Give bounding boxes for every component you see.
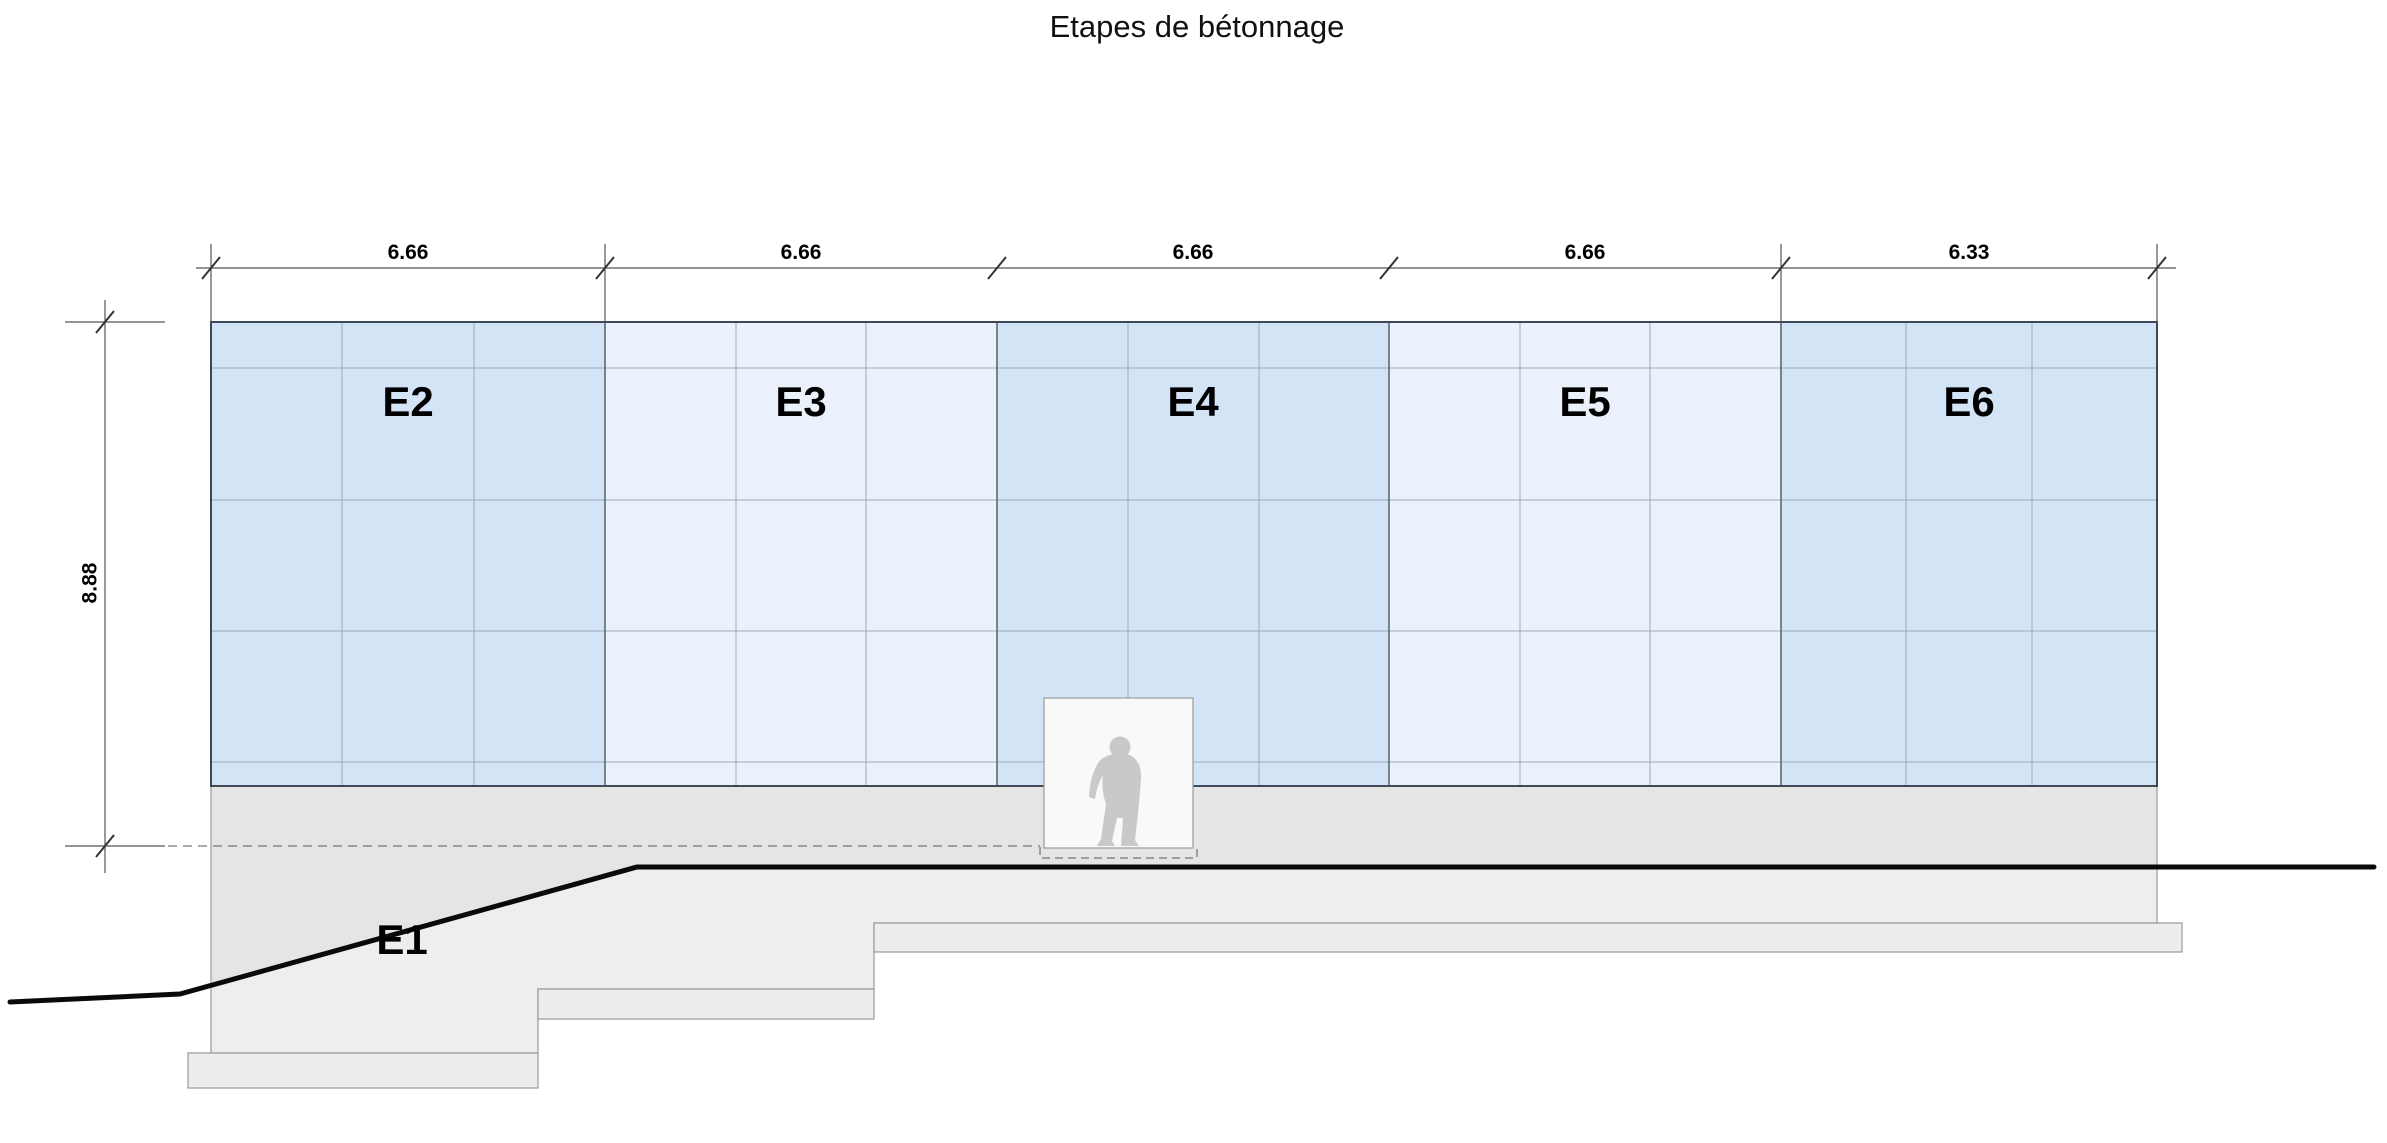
dim-label-bay5: 6.33 (1949, 241, 1990, 264)
footing-strip-middle (537, 988, 875, 1020)
stage-panel-e5 (1389, 322, 1781, 786)
diagram-title: Etapes de bétonnage (1050, 9, 1345, 44)
ground-profile-line (7, 864, 2377, 1005)
person-silhouette-icon (1089, 736, 1142, 846)
door-opening (1039, 697, 1198, 859)
dim-label-bay3: 6.66 (1173, 241, 1214, 264)
stage-panel-e6 (1781, 322, 2157, 786)
left-dimension: 8.88 (65, 300, 165, 873)
stage-label-e1: E1 (376, 916, 427, 963)
dimension-tick-slashes (201, 256, 2167, 280)
wall-elevation (210, 321, 2158, 787)
left-dimension-tick-slashes (95, 310, 115, 858)
stage-label-e2: E2 (382, 378, 433, 425)
stage-panel-e3 (605, 322, 997, 786)
e1-mass-lower-body (211, 867, 2157, 1053)
footing-steps (187, 922, 2183, 1089)
left-dimension-lines (65, 300, 165, 873)
stage-joint-lines (604, 322, 1782, 786)
footing-strip-left (187, 1052, 539, 1089)
stage-label-e3: E3 (775, 378, 826, 425)
top-dimension-chain: 6.66 6.66 6.66 6.66 6.33 (196, 241, 2176, 321)
footing-strip-right (873, 922, 2183, 953)
dim-label-bay1: 6.66 (388, 241, 429, 264)
door-dashed-underline (1039, 847, 1198, 859)
dimension-lines (196, 244, 2176, 321)
e1-mass-upper-band (211, 786, 2157, 985)
stage-label-e6: E6 (1943, 378, 1994, 425)
dim-label-height: 8.88 (79, 562, 102, 603)
stage-panel-e2 (211, 322, 605, 786)
panel-grid-lines (211, 322, 2157, 786)
stage-label-e4: E4 (1167, 378, 1219, 425)
dim-label-bay2: 6.66 (781, 241, 822, 264)
stage-labels: E1 E2 E3 E4 E5 E6 (376, 378, 1994, 963)
stage-label-e5: E5 (1559, 378, 1610, 425)
dim-label-bay4: 6.66 (1565, 241, 1606, 264)
